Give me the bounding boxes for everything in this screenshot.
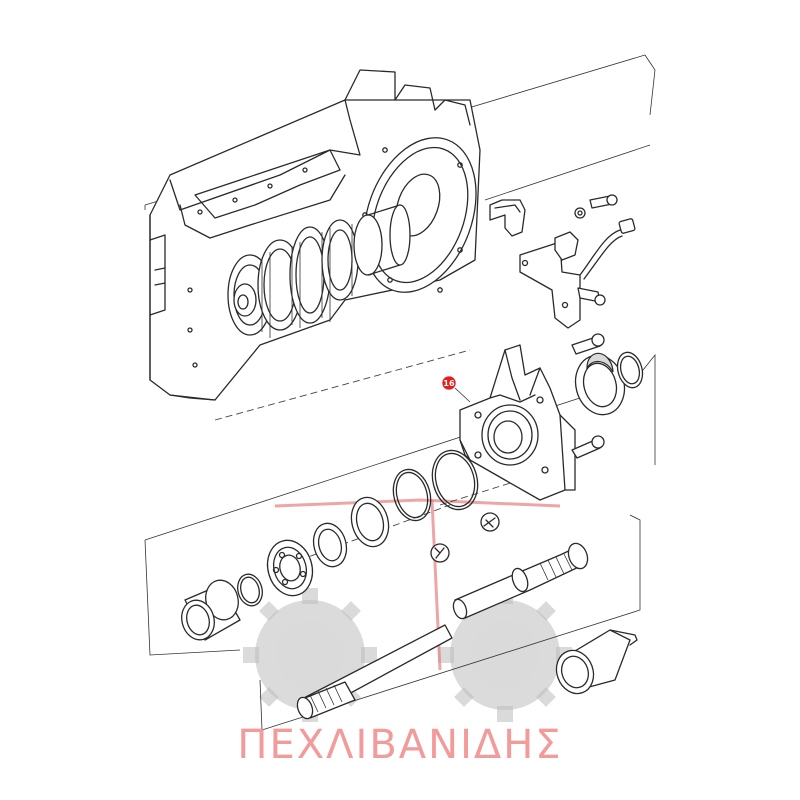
pin-symbol-lower: [430, 543, 450, 563]
small-bracket: [489, 199, 526, 237]
watermark-red-arc: [274, 498, 561, 508]
snap-ring-medium: [392, 468, 432, 522]
protective-cap: [555, 629, 638, 695]
watermark-logo: [243, 498, 572, 722]
transmission-housing: [149, 69, 481, 401]
ball-bearing: [266, 539, 314, 597]
sensor-clip: [554, 231, 579, 261]
snap-ring-large: [431, 449, 479, 511]
bearing-race: [312, 522, 348, 568]
gear-stack: [227, 204, 411, 338]
callout-badge: [441, 375, 457, 391]
oil-seal: [574, 352, 626, 416]
sensor-wire: [579, 229, 621, 276]
splined-shaft-lower: [296, 624, 453, 720]
circlip: [237, 573, 263, 607]
spacer-ring: [350, 496, 390, 548]
o-ring-right: [616, 351, 644, 389]
splined-shaft-upper: [452, 542, 589, 620]
washer-small: [574, 207, 586, 219]
bearing-housing-bracket: [459, 344, 605, 501]
callout-16: 16: [441, 375, 471, 403]
sensor-bracket-assembly: [489, 194, 636, 355]
pin-symbol-upper: [480, 512, 500, 532]
callout-label: 16: [443, 379, 455, 388]
bushing: [181, 579, 241, 641]
sensor-connector: [618, 218, 636, 234]
